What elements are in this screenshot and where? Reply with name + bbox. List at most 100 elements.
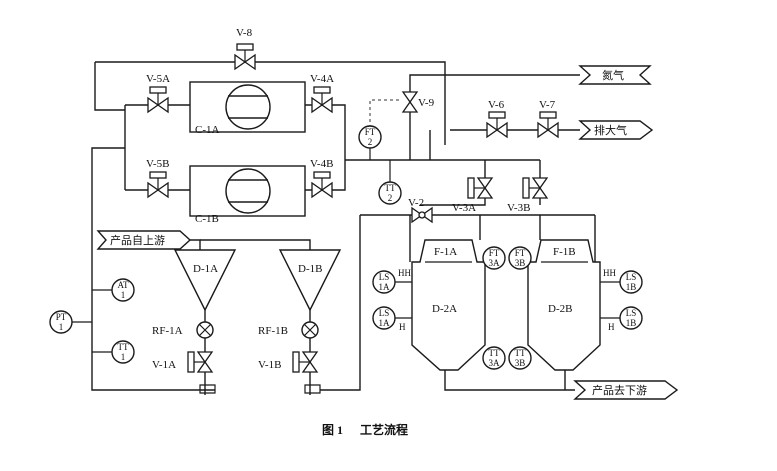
arrow-nitrogen: 氮气	[578, 65, 652, 85]
label-v2: V-2	[408, 197, 424, 209]
tt3a-num: 3A	[489, 358, 501, 368]
label-f1a: F-1A	[434, 246, 457, 258]
at1-tag: AT	[118, 280, 130, 290]
valve-v3a[interactable]: V-3A	[452, 177, 494, 214]
figure-title: 工艺流程	[360, 422, 408, 437]
label-f1b: F-1B	[553, 246, 576, 258]
valve-v6[interactable]: V-6	[486, 99, 508, 139]
instrument-ft3a: FT 3A	[482, 246, 506, 270]
instrument-ls1a-hh: LS 1A HH	[372, 268, 411, 294]
level-h-b: H	[608, 322, 615, 332]
ls1a-hh-num: 1A	[379, 282, 391, 292]
ls1a-hh-tag: LS	[379, 272, 390, 282]
valve-v5a[interactable]: V-5A	[146, 73, 170, 114]
label-vent: 排大气	[594, 123, 627, 137]
signal-line	[369, 99, 400, 128]
instrument-ls1a-h: LS 1A H	[372, 306, 406, 332]
ls1b-hh-tag: LS	[626, 272, 637, 282]
valve-v2[interactable]: V-2	[408, 197, 433, 224]
label-d1a: D-1A	[193, 263, 218, 275]
arrow-vent: 排大气	[578, 120, 654, 140]
ls1a-h-num: 1A	[379, 318, 391, 328]
figure-number: 图 1	[322, 423, 343, 437]
instrument-tt1: TT 1	[111, 340, 135, 364]
ft3a-num: 3A	[489, 258, 501, 268]
label-v1a: V-1A	[152, 359, 176, 371]
valve-v9[interactable]: V-9	[401, 91, 435, 113]
at1-num: 1	[121, 290, 126, 300]
tt2-num: 2	[388, 193, 393, 203]
valve-v8[interactable]: V-8	[234, 27, 256, 71]
label-product-in: 产品自上游	[110, 233, 165, 247]
ls1b-hh-num: 1B	[626, 282, 637, 292]
valve-v3b[interactable]: V-3B	[507, 177, 549, 214]
arrow-product-in: 产品自上游	[96, 230, 192, 250]
valve-v7[interactable]: V-7	[537, 99, 559, 139]
label-v6: V-6	[488, 99, 505, 111]
label-v9: V-9	[418, 97, 435, 109]
compressor-c1b: C-1B	[189, 165, 306, 225]
label-v7: V-7	[539, 99, 556, 111]
label-rf1b: RF-1B	[258, 325, 288, 337]
level-h-a: H	[399, 322, 406, 332]
label-v4b: V-4B	[310, 158, 333, 170]
label-v5a: V-5A	[146, 73, 170, 85]
instrument-ft2: FT 2	[358, 125, 382, 149]
hopper-d1a: D-1A	[173, 249, 237, 312]
instrument-tt3b: TT 3B	[508, 346, 532, 370]
label-d1b: D-1B	[298, 263, 322, 275]
tt2-tag: TT	[385, 183, 396, 193]
level-hh-b: HH	[603, 268, 616, 278]
pt1-num: 1	[59, 322, 64, 332]
tt3b-num: 3B	[515, 358, 526, 368]
label-v3a: V-3A	[452, 202, 476, 214]
hopper-d1b: D-1B	[278, 249, 342, 312]
tt1-tag: TT	[118, 342, 129, 352]
label-c1a: C-1A	[195, 124, 220, 136]
arrow-product-out: 产品去下游	[573, 380, 679, 400]
label-rf1a: RF-1A	[152, 325, 183, 337]
label-v3b: V-3B	[507, 202, 530, 214]
tt3b-tag: TT	[515, 348, 526, 358]
level-hh-a: HH	[398, 268, 411, 278]
piping	[72, 61, 620, 395]
instrument-ft3b: FT 3B	[508, 246, 532, 270]
tt3a-tag: TT	[489, 348, 500, 358]
tt1-num: 1	[121, 352, 126, 362]
valve-v4a[interactable]: V-4A	[310, 73, 334, 114]
ft2-tag: FT	[365, 127, 376, 137]
label-product-out: 产品去下游	[592, 383, 647, 397]
rotary-feeder-rf1b: RF-1B	[258, 321, 319, 339]
ft3b-num: 3B	[515, 258, 526, 268]
label-v5b: V-5B	[146, 158, 169, 170]
instrument-ls1b-hh: LS 1B HH	[603, 268, 643, 294]
compressor-c1a: C-1A	[189, 81, 306, 136]
label-v1b: V-1B	[258, 359, 281, 371]
instrument-at1: AT 1	[111, 278, 135, 302]
instrument-tt2: TT 2	[378, 181, 402, 205]
label-v8: V-8	[236, 27, 253, 39]
ls1b-h-tag: LS	[626, 308, 637, 318]
ft3a-tag: FT	[489, 248, 500, 258]
valve-v4b[interactable]: V-4B	[310, 158, 333, 199]
label-d2a: D-2A	[432, 303, 457, 315]
silo-d2a: F-1A D-2A	[411, 239, 486, 371]
ft3b-tag: FT	[515, 248, 526, 258]
label-c1b: C-1B	[195, 213, 219, 225]
instrument-ls1b-h: LS 1B H	[608, 306, 643, 332]
pt1-tag: PT	[56, 312, 67, 322]
label-v4a: V-4A	[310, 73, 334, 85]
instrument-tt3a: TT 3A	[482, 346, 506, 370]
valve-v5b[interactable]: V-5B	[146, 158, 169, 199]
label-d2b: D-2B	[548, 303, 572, 315]
silo-d2b: F-1B D-2B	[527, 239, 601, 371]
ls1b-h-num: 1B	[626, 318, 637, 328]
valve-v1a[interactable]: V-1A	[152, 351, 216, 394]
valve-v1b[interactable]: V-1B	[258, 351, 321, 394]
instrument-pt1: PT 1	[49, 310, 73, 334]
ft2-num: 2	[368, 137, 373, 147]
rotary-feeder-rf1a: RF-1A	[152, 321, 214, 339]
label-nitrogen: 氮气	[602, 68, 624, 82]
